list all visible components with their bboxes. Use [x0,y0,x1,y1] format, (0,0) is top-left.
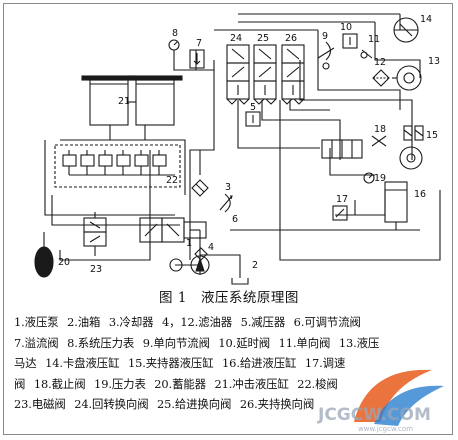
legend-item: 马达 [14,356,37,371]
figure-caption: 图 1 液压系统原理图 [0,286,458,306]
legend-item: 18.截止阀 [33,376,86,391]
legend-item: 5.减压器 [240,315,286,329]
legend-row-4: 阀 18.截止阀 19.压力表 20.蓄能器 21.冲击液压缸 22.梭阀 [14,374,446,395]
component-legend: 1.液压泵 2.油箱 3.冷却器 4，12.滤油器 5.减压器 6.可调节流阀 … [14,312,446,415]
label-5: 5 [250,102,256,113]
watermark-text: JCGCW.COM [317,405,431,425]
stop-valve-18 [321,135,387,159]
clamp-cylinder-15 [399,125,424,170]
figure-number: 图 1 [159,290,187,306]
solenoid-valve-23 [83,212,107,256]
label-2: 2 [252,260,258,271]
label-18: 18 [374,124,386,135]
lower-directional-valve [139,217,207,243]
legend-item: 13.液压 [338,335,380,350]
one-way-throttle-9 [317,41,335,70]
legend-item: 22.梭阀 [297,376,338,391]
legend-item: 17.调速 [304,356,346,371]
label-9: 9 [322,31,328,42]
feed-direction-valve-25 [253,44,277,105]
legend-item: 1.液压泵 [14,315,59,329]
legend-item: 20.蓄能器 [154,376,206,391]
legend-item: 9.单向节流阀 [142,335,210,350]
label-22: 22 [166,175,178,186]
label-21: 21 [118,96,130,107]
filter-12 [372,69,390,87]
legend-item: 4，12.滤油器 [161,315,233,329]
legend-item: 26.夹持换向阀 [239,397,315,412]
legend-item: 14.卡盘液压缸 [45,356,120,371]
legend-item: 10.延时阀 [218,335,271,350]
label-7: 7 [196,38,202,49]
label-1: 1 [186,238,192,249]
legend-item: 23.电磁阀 [14,397,66,412]
filter-4 [194,247,208,261]
legend-item: 阀 [14,376,26,391]
label-8: 8 [172,28,178,39]
pipe-network [44,13,441,278]
legend-item: 16.给进液压缸 [222,356,297,371]
feed-cylinder-16 [384,181,408,230]
legend-item: 21.冲击液压缸 [214,376,289,391]
label-10: 10 [340,22,352,33]
pressure-gauge-19 [363,172,375,184]
label-14: 14 [420,14,432,25]
hydraulic-pump-1 [169,255,210,275]
legend-item: 8.系统压力表 [67,335,135,350]
delay-valve-10 [342,33,358,49]
oil-tank-2 [231,278,249,285]
label-23: 23 [90,264,102,275]
label-4: 4 [208,242,214,253]
label-6: 6 [232,214,238,225]
impact-cylinder-21 [81,75,183,126]
label-17: 17 [336,194,348,205]
chuck-cylinder-14 [393,17,419,43]
label-15: 15 [426,130,438,141]
legend-item: 11.单向阀 [278,335,331,350]
legend-item: 24.回转换向阀 [74,397,149,412]
component-labels: 1 2 3 4 5 6 7 8 9 10 11 12 13 14 15 16 1… [58,14,440,275]
figure-frame [3,3,453,435]
figure-title: 液压系统原理图 [200,290,299,306]
legend-item: 2.油箱 [67,315,101,329]
legend-item: 6.可调节流阀 [293,315,361,329]
legend-row-3: 马达 14.卡盘液压缸 15.夹持器液压缸 16.给进液压缸 17.调速 [14,353,446,374]
label-11: 11 [368,34,380,45]
label-13: 13 [428,56,440,67]
label-25: 25 [257,33,269,44]
watermark-logo: JCGCW.COM www.jcgcw.com [317,369,444,433]
accumulator-20 [34,232,54,278]
cooler-3 [191,179,209,197]
shuttle-valve-bank-22 [54,144,181,188]
label-3: 3 [225,182,231,193]
pressure-reducer-5 [245,111,261,127]
label-20: 20 [58,257,70,268]
check-valve-11 [360,49,373,59]
relief-valve-7 [189,49,205,69]
rotary-direction-valve-24 [226,44,250,105]
legend-item: 3.冷却器 [108,315,154,329]
label-24: 24 [230,33,242,44]
legend-item: 15.夹持器液压缸 [127,356,214,371]
legend-row-5: 23.电磁阀 24.回转换向阀 25.给进换向阀 26.夹持换向阀 [14,394,446,415]
label-16: 16 [414,189,426,200]
hydraulic-motor-13 [392,65,422,91]
pressure-gauge-8 [168,39,180,51]
legend-item: 25.给进换向阀 [157,397,232,412]
label-19: 19 [374,173,386,184]
legend-row-1: 1.液压泵 2.油箱 3.冷却器 4，12.滤油器 5.减压器 6.可调节流阀 [14,312,446,333]
legend-row-2: 7.溢流阀 8.系统压力表 9.单向节流阀 10.延时阀 11.单向阀 13.液… [14,333,446,354]
legend-item: 19.压力表 [94,376,146,391]
speed-valve-17 [332,205,348,221]
hydraulic-schematic: 1 2 3 4 5 6 7 8 9 10 11 12 13 14 15 16 1… [34,13,441,285]
legend-item: 7.溢流阀 [14,335,59,350]
label-12: 12 [374,57,386,68]
throttle-valve-6 [219,193,233,213]
label-26: 26 [285,33,297,44]
watermark-sub: www.jcgcw.com [358,425,413,433]
clamp-direction-valve-26 [281,44,305,105]
